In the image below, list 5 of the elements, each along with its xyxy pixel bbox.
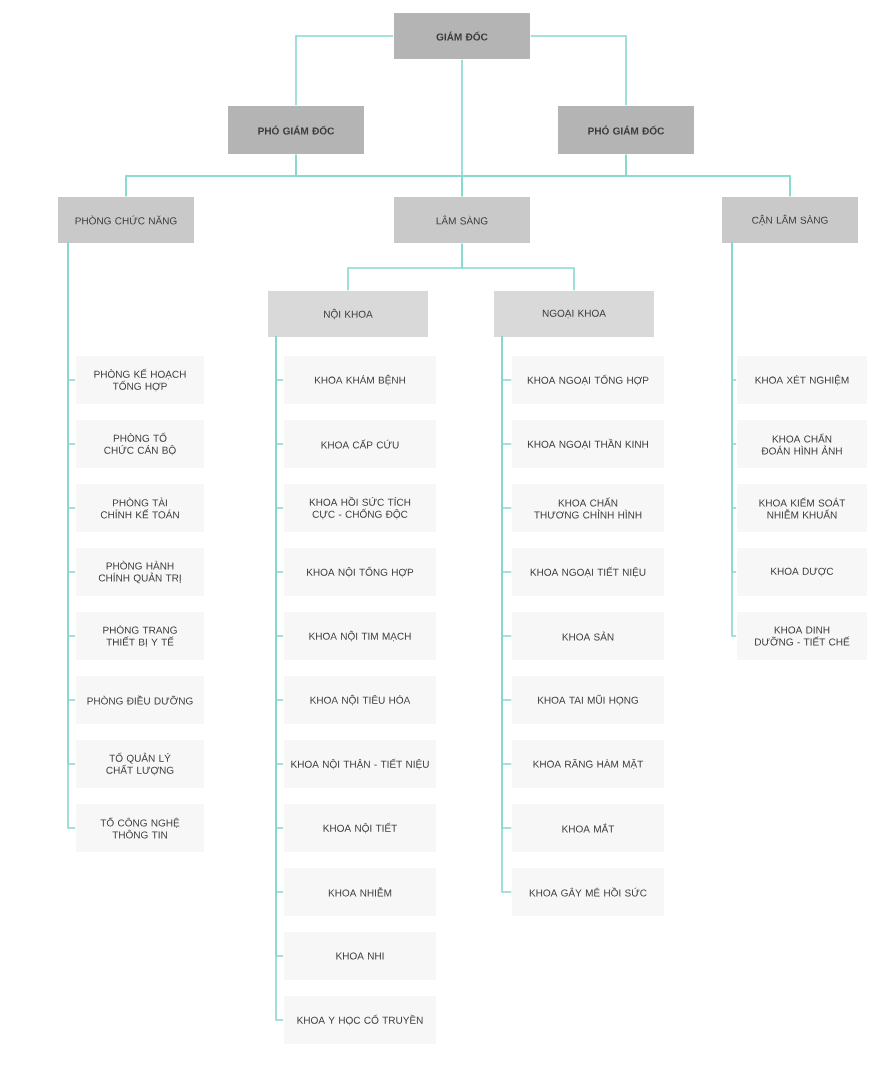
connector-line [295, 35, 394, 106]
connector-line [461, 243, 575, 291]
connector-line [530, 35, 627, 106]
connector-line [625, 154, 791, 197]
connector-line [731, 241, 737, 637]
